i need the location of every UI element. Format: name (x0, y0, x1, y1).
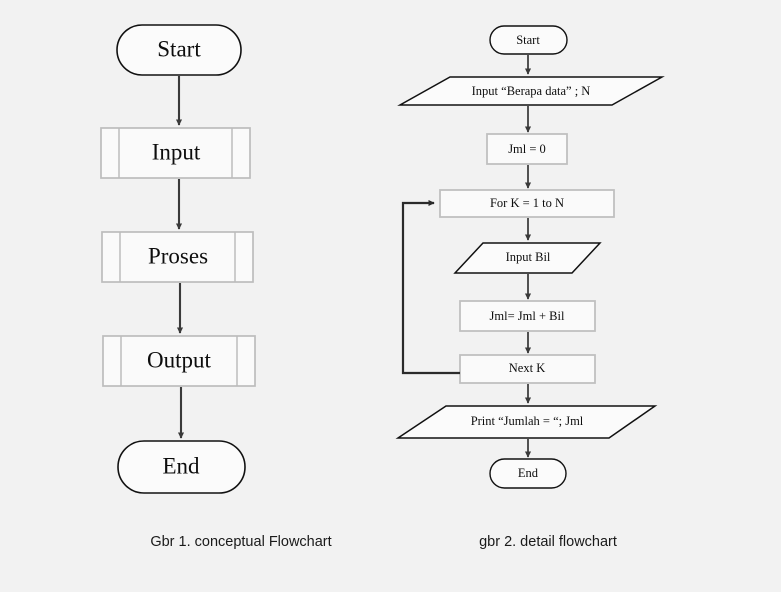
node-accumulate[interactable]: Jml= Jml + Bil (459, 300, 596, 332)
figure-conceptual-flowchart: Start Input Proses Output (100, 24, 332, 550)
edge-loop-back-nextk-to-fork (401, 199, 460, 375)
node-input-bil[interactable]: Input Bil (453, 242, 602, 274)
process-shape (439, 189, 615, 218)
node-label: Input “Berapa data” ; N (472, 84, 591, 98)
input-output-shape (397, 76, 665, 106)
process-shape (486, 133, 568, 165)
node-label: End (518, 466, 539, 480)
process-shape (459, 300, 596, 332)
node-label: Next K (509, 361, 545, 375)
node-input-berapa-data[interactable]: Input “Berapa data” ; N (397, 76, 665, 106)
predefined-process-shape (101, 231, 254, 283)
node-label: Output (147, 347, 212, 372)
node-start[interactable]: Start (116, 24, 242, 76)
node-next-k[interactable]: Next K (459, 354, 596, 384)
input-output-shape (453, 242, 602, 274)
node-label: Start (516, 33, 540, 47)
terminator-shape (489, 25, 568, 55)
terminator-shape (489, 458, 567, 489)
node-output[interactable]: Output (102, 335, 256, 387)
node-label: Print “Jumlah = “; Jml (471, 414, 584, 428)
node-label: For K = 1 to N (490, 196, 564, 210)
node-end[interactable]: End (489, 458, 567, 489)
node-start[interactable]: Start (489, 25, 568, 55)
node-end[interactable]: End (117, 440, 246, 494)
node-label: Start (157, 36, 201, 61)
node-label: Jml = 0 (508, 142, 546, 156)
process-shape (459, 354, 596, 384)
node-label: Input Bil (506, 250, 551, 264)
figure-caption-conceptual: Gbr 1. conceptual Flowchart (150, 534, 331, 550)
figure-caption-detail: gbr 2. detail flowchart (479, 534, 617, 550)
terminator-shape (117, 440, 246, 494)
predefined-process-shape (100, 127, 251, 179)
input-output-shape (395, 405, 658, 439)
predefined-process-shape (102, 335, 256, 387)
node-print-jumlah[interactable]: Print “Jumlah = “; Jml (395, 405, 658, 439)
node-label: End (162, 453, 200, 478)
node-jml-init[interactable]: Jml = 0 (486, 133, 568, 165)
node-proses[interactable]: Proses (101, 231, 254, 283)
node-input[interactable]: Input (100, 127, 251, 179)
node-label: Proses (148, 243, 208, 268)
node-label: Jml= Jml + Bil (490, 309, 565, 323)
terminator-shape (116, 24, 242, 76)
node-for-loop[interactable]: For K = 1 to N (439, 189, 615, 218)
figure-detail-flowchart: Start Input “Berapa data” ; N Jml = 0 Fo… (395, 25, 665, 550)
node-label: Input (152, 139, 201, 164)
